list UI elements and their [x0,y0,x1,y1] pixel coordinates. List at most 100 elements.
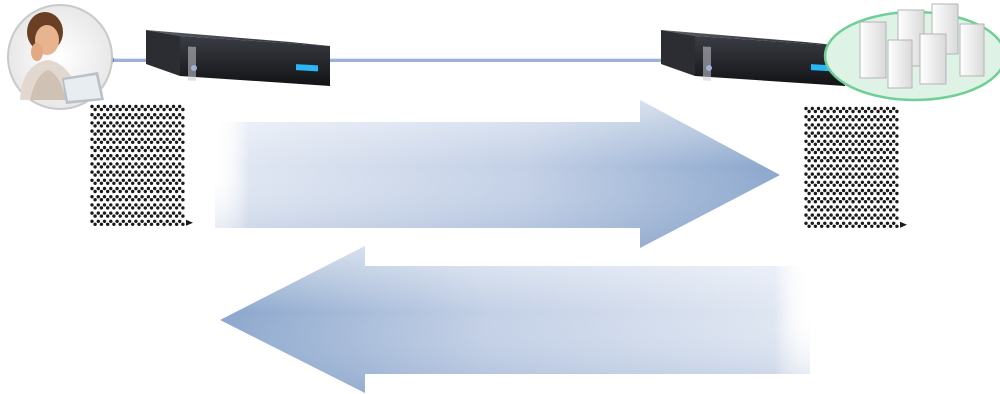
server-tower [859,3,985,89]
packet-dot [845,175,849,179]
packet-dot [857,167,861,171]
packet-dot [149,157,154,161]
packet-dot [854,131,858,135]
packet-dot [171,104,176,109]
packet-dot [873,172,877,176]
packet-dot [149,189,154,194]
packet-dot [879,156,883,160]
packet-dot [124,124,129,128]
packet-dot [149,165,154,169]
packet-dot [823,147,827,152]
packet-dot [876,134,880,138]
packet-dot [813,118,818,122]
packet-dot [143,222,147,226]
packet-dot [845,134,849,138]
packet-dot [178,178,182,182]
packet-dot [178,121,182,125]
packet-dot [829,172,833,176]
packet-dot [99,157,104,161]
packet-dot [171,121,176,125]
packet-dot [892,197,896,201]
packet-dot [124,107,129,112]
packet-dot [841,180,846,184]
packet-dot [159,178,163,182]
packet-dot [882,142,886,146]
packet-dot [109,195,113,199]
packet-dot [143,165,147,169]
packet-dot [93,132,97,136]
packet-dot [823,156,827,160]
packet-dot [102,170,107,174]
packet-dot [156,132,160,136]
packet-dot [813,150,818,155]
packet-dot [888,150,893,155]
packet-dot [816,139,821,143]
packet-dot [823,131,827,135]
packet-dot [807,224,811,228]
packet-dot [882,200,886,204]
packet-dot [115,104,119,109]
packet-dot [165,186,169,191]
packet-dot [882,175,886,179]
packet-dot [873,197,877,201]
packet-dot [848,139,852,143]
packet-dot [153,203,157,207]
packet-dot [162,222,166,226]
packet-dot [832,175,836,179]
packet-dot [143,107,147,112]
packet-dot [127,113,132,117]
packet-dot [159,162,163,166]
packet-dot [895,208,899,212]
packet-dot [870,126,874,130]
packet-dot [876,175,880,179]
packet-dot [876,191,880,196]
packet-dot [823,123,827,127]
packet-dot [882,224,886,228]
packet-dot [888,183,893,187]
packet-dot [876,183,880,187]
packet-dot [860,221,865,225]
right-arrow-icon [215,100,780,248]
packet-dot [143,116,147,120]
packet-dot [171,170,176,174]
packet-dot [857,126,861,130]
packet-dot [131,214,135,218]
packet-dot [863,126,868,130]
packet-dot [823,180,827,184]
packet-dot [857,191,861,196]
packet-dot [838,118,843,122]
packet-dot [131,157,135,161]
packet-dot [857,175,861,179]
packet-dot [820,167,824,171]
packet-dot [90,178,94,182]
packet-dot [146,203,151,207]
packet-dot [854,147,858,152]
packet-dot [159,104,163,109]
packet-dot [810,188,814,193]
packet-dot [851,224,855,228]
packet-dot [829,131,833,135]
packet-dot [876,216,880,220]
packet-dot [892,188,896,193]
packet-dot [848,221,852,225]
packet-dot [140,170,144,174]
packet-dot [93,124,97,128]
packet-dot [121,195,126,199]
packet-dot [93,140,97,144]
packet-dot [879,205,883,209]
packet-dot [118,140,122,144]
packet-dot [140,162,144,166]
packet-dot [829,115,833,119]
packet-dot [134,203,138,207]
packet-dot [867,156,871,160]
packet-dot [879,172,883,176]
packet-dot [841,213,846,217]
packet-dot [832,183,836,187]
packet-dot [832,134,836,138]
packet-dot [140,154,144,158]
packet-dot [115,129,119,133]
packet-dot [816,156,821,160]
packet-dot [118,107,122,112]
packet-dot [146,104,151,109]
packet-dot [870,159,874,163]
